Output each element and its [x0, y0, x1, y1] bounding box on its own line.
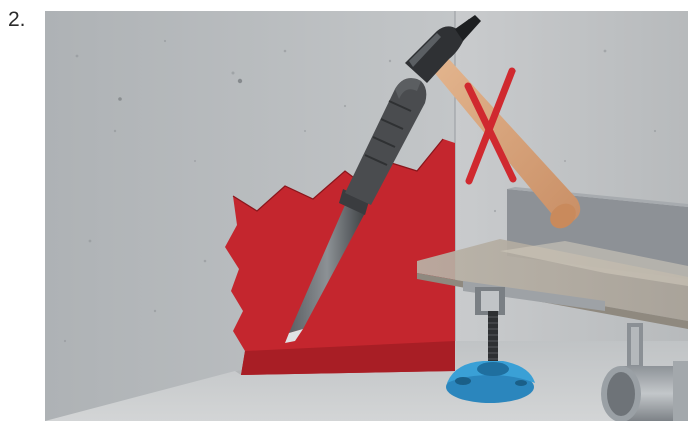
drain-pipe	[601, 361, 688, 421]
installation-illustration	[45, 11, 688, 421]
leveling-leg	[488, 311, 498, 367]
step-number: 2.	[8, 8, 26, 32]
support-bracket	[627, 323, 643, 369]
